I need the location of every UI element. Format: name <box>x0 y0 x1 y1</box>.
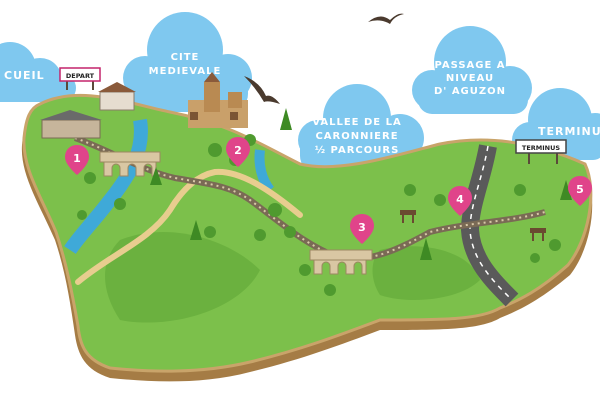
cloud-passage <box>412 26 532 114</box>
bird-icon <box>368 13 404 24</box>
cloud-accueil <box>0 42 76 102</box>
map-marker-icon[interactable] <box>568 176 592 206</box>
marker-5-label: 5 <box>576 183 584 196</box>
label-passage-3: D' AGUZON <box>434 86 506 97</box>
map-marker-icon[interactable] <box>226 137 250 167</box>
label-passage-1: PASSAGE A <box>434 60 505 71</box>
bird-icon <box>244 76 280 104</box>
label-accueil: CUEIL <box>4 69 45 82</box>
marker-3-label: 3 <box>358 221 366 234</box>
map-marker-icon[interactable] <box>350 214 374 244</box>
label-medievale: MEDIEVALE <box>149 66 222 77</box>
river <box>254 149 275 194</box>
label-vallee-2: CARONNIERE <box>315 131 398 142</box>
depart-sign-label: DEPART <box>66 72 95 80</box>
terminus-sign-label: TERMINUS <box>522 144 560 152</box>
marker-4-label: 4 <box>456 193 464 206</box>
river <box>64 118 148 254</box>
map-marker-icon[interactable] <box>448 186 472 216</box>
marker-2-label: 2 <box>234 144 242 157</box>
label-vallee-3: ½ PARCOURS <box>315 145 400 156</box>
label-vallee-1: VALLEE DE LA <box>312 117 401 128</box>
label-cite: CITE <box>171 52 200 63</box>
label-passage-2: NIVEAU <box>446 73 494 84</box>
railway-sleepers <box>74 137 546 260</box>
terminus-sign <box>515 139 567 164</box>
grass-patch <box>372 246 480 300</box>
depart-sign <box>59 67 101 90</box>
tree-icon <box>150 108 572 260</box>
grass-patch <box>105 231 260 323</box>
railway-bridge-icon <box>309 249 373 275</box>
picnic-table-icon <box>400 210 546 241</box>
train-station-icon <box>40 82 136 139</box>
road-markings <box>469 145 513 301</box>
railway-bridge-icon <box>99 151 161 177</box>
marker-1-label: 1 <box>73 152 81 165</box>
label-terminus: TERMINU <box>538 125 600 138</box>
castle-icon <box>188 72 248 128</box>
map-marker-icon[interactable] <box>65 145 89 175</box>
